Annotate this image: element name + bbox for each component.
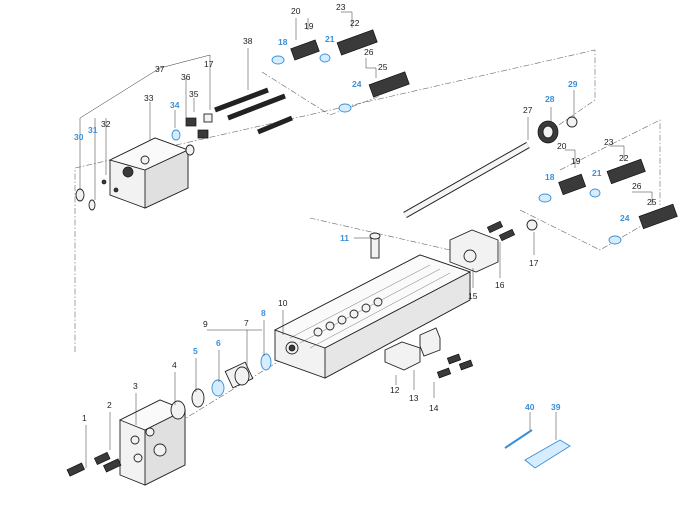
- callout-12: 12: [390, 385, 400, 395]
- callout-35: 35: [189, 89, 199, 99]
- callout-36: 36: [181, 72, 191, 82]
- callout-40: 40: [525, 402, 535, 412]
- leader-lines: [79, 11, 653, 468]
- accessories-39-40: [504, 429, 571, 469]
- callout-6: 6: [216, 338, 221, 348]
- callout-14: 14: [429, 403, 439, 413]
- callout-22: 22: [350, 18, 360, 28]
- callout-17: 17: [529, 258, 539, 268]
- fittings-28-29: [537, 116, 578, 144]
- callout-19: 19: [304, 21, 314, 31]
- callout-26: 26: [632, 181, 642, 191]
- right-connectors-18-26: [538, 158, 678, 245]
- assembly-axis-lines: [74, 49, 661, 441]
- ring-parts-4-8: [170, 353, 272, 420]
- callout-25: 25: [647, 197, 657, 207]
- callout-21: 21: [325, 34, 335, 44]
- callout-20: 20: [557, 141, 567, 151]
- callout-38: 38: [243, 36, 253, 46]
- callout-7: 7: [244, 318, 249, 328]
- callout-5: 5: [193, 346, 198, 356]
- callout-19: 19: [571, 156, 581, 166]
- screws-part-1-2: [66, 451, 122, 477]
- callout-11: 11: [340, 233, 349, 243]
- callout-23: 23: [336, 2, 346, 12]
- callout-30: 30: [74, 132, 84, 142]
- callout-18: 18: [545, 172, 555, 182]
- callout-28: 28: [545, 94, 555, 104]
- callout-39: 39: [551, 402, 561, 412]
- callout-26: 26: [364, 47, 374, 57]
- long-screws-part-38: [214, 87, 293, 135]
- callout-29: 29: [568, 79, 578, 89]
- callout-20: 20: [291, 6, 301, 16]
- callout-32: 32: [101, 119, 111, 129]
- callout-9: 9: [203, 319, 208, 329]
- main-body-part-10: [273, 254, 472, 379]
- callout-labels: 1 2 3 4 5 6 7 8 9 10 11 12 13 14 15 16 1…: [74, 2, 657, 423]
- callout-8: 8: [261, 308, 266, 318]
- screw-part-11: [369, 232, 381, 259]
- bracket-part-15: [449, 219, 538, 273]
- callout-24: 24: [620, 213, 630, 223]
- callout-17: 17: [204, 59, 214, 69]
- callout-27: 27: [523, 105, 533, 115]
- callout-33: 33: [144, 93, 154, 103]
- callout-15: 15: [468, 291, 478, 301]
- callout-1: 1: [82, 413, 87, 423]
- piston-rod-part-27: [403, 141, 530, 219]
- callout-3: 3: [133, 381, 138, 391]
- callout-4: 4: [172, 360, 177, 370]
- callout-23: 23: [604, 137, 614, 147]
- slider-blocks-12-14: [384, 327, 474, 379]
- callout-18: 18: [278, 37, 288, 47]
- callout-22: 22: [619, 153, 629, 163]
- rear-block-part-33: [108, 137, 190, 209]
- callout-13: 13: [409, 393, 419, 403]
- top-connectors-18-26: [271, 29, 410, 113]
- callout-31: 31: [88, 125, 98, 135]
- callout-25: 25: [378, 62, 388, 72]
- callout-21: 21: [592, 168, 602, 178]
- callout-24: 24: [352, 79, 362, 89]
- callout-2: 2: [107, 400, 112, 410]
- callout-34: 34: [170, 100, 180, 110]
- callout-10: 10: [278, 298, 288, 308]
- callout-37: 37: [155, 64, 165, 74]
- callout-16: 16: [495, 280, 505, 290]
